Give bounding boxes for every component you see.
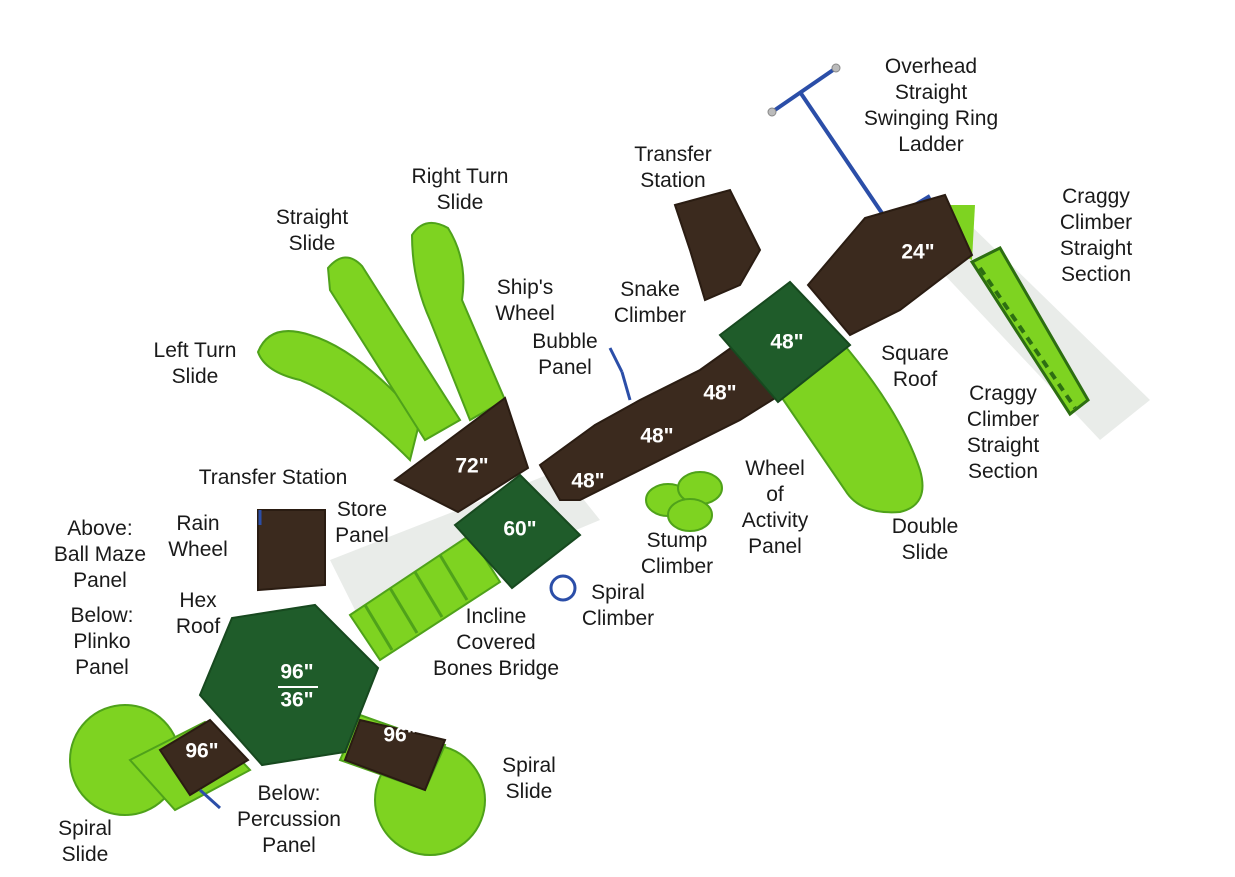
label-below-plinko: Below: Plinko Panel [70,604,134,679]
label-hex-roof: Hex Roof [175,589,221,638]
label-transfer-station-left: Transfer Station [198,466,348,489]
incline-bones-bridge [348,533,502,662]
label-overhead-ladder: Overhead Straight Swinging Ring Ladder [863,55,999,156]
hex-roof [198,603,380,767]
roof-60 [453,473,582,590]
height-48-b: 48" [703,382,736,405]
square-roof [718,280,852,404]
height-96-left: 96" [185,740,218,763]
label-right-turn-slide: Right Turn Slide [411,165,509,214]
label-straight-slide: Straight Slide [275,206,349,255]
label-bubble-panel: Bubble Panel [532,330,598,379]
roofs [198,280,852,767]
deck-72 [393,396,530,514]
straight-slide [326,256,462,442]
label-square-roof: Square Roof [881,342,949,391]
label-stump-climber: Stump Climber [640,529,714,578]
label-spiral-climber: Spiral Climber [581,581,655,630]
height-48-c: 48" [640,425,673,448]
transfer-station-top [673,188,762,302]
label-rain-wheel: Rain Wheel [168,512,228,561]
label-spiral-slide-left: Spiral Slide [58,817,112,866]
height-24: 24" [901,241,934,264]
spiral-climber [549,574,577,602]
label-ships-wheel: Ship's Wheel [495,276,555,325]
main-decks [158,188,974,797]
right-turn-slide [410,221,507,422]
label-below-percussion: Below: Percussion Panel [237,782,341,857]
label-craggy-climber-mid: Craggy Climber Straight Section [966,382,1040,483]
deck-96-right [343,718,447,792]
label-above-ball-maze: Above: Ball Maze Panel [53,517,147,592]
deck-96-left [158,718,250,797]
label-incline-bridge: Incline Covered Bones Bridge [432,605,560,680]
label-snake-climber: Snake Climber [613,278,687,327]
height-96-hex: 96" [280,661,313,684]
posts [198,347,632,810]
label-wheel-of-activity: Wheel of Activity Panel [741,457,809,558]
label-double-slide: Double Slide [891,515,959,564]
height-36-hex: 36" [280,689,313,712]
deck-24 [806,193,974,337]
deck-48-chain [538,343,782,501]
height-72: 72" [455,455,488,478]
height-60: 60" [503,518,536,541]
slides-upper-left [256,221,507,462]
transfer-station-left [257,509,326,592]
label-left-turn-slide: Left Turn Slide [153,339,237,388]
label-spiral-slide-right: Spiral Slide [502,754,556,803]
height-96-right: 96" [383,724,416,747]
label-transfer-station-top: Transfer Station [634,143,712,192]
stump-climber [645,471,723,532]
label-craggy-climber-top: Craggy Climber Straight Section [1059,185,1133,286]
label-store-panel: Store Panel [335,498,389,547]
height-48-d: 48" [571,470,604,493]
height-48-roof: 48" [770,331,803,354]
craggy-climber-section [945,205,1090,417]
double-slide [778,338,924,514]
